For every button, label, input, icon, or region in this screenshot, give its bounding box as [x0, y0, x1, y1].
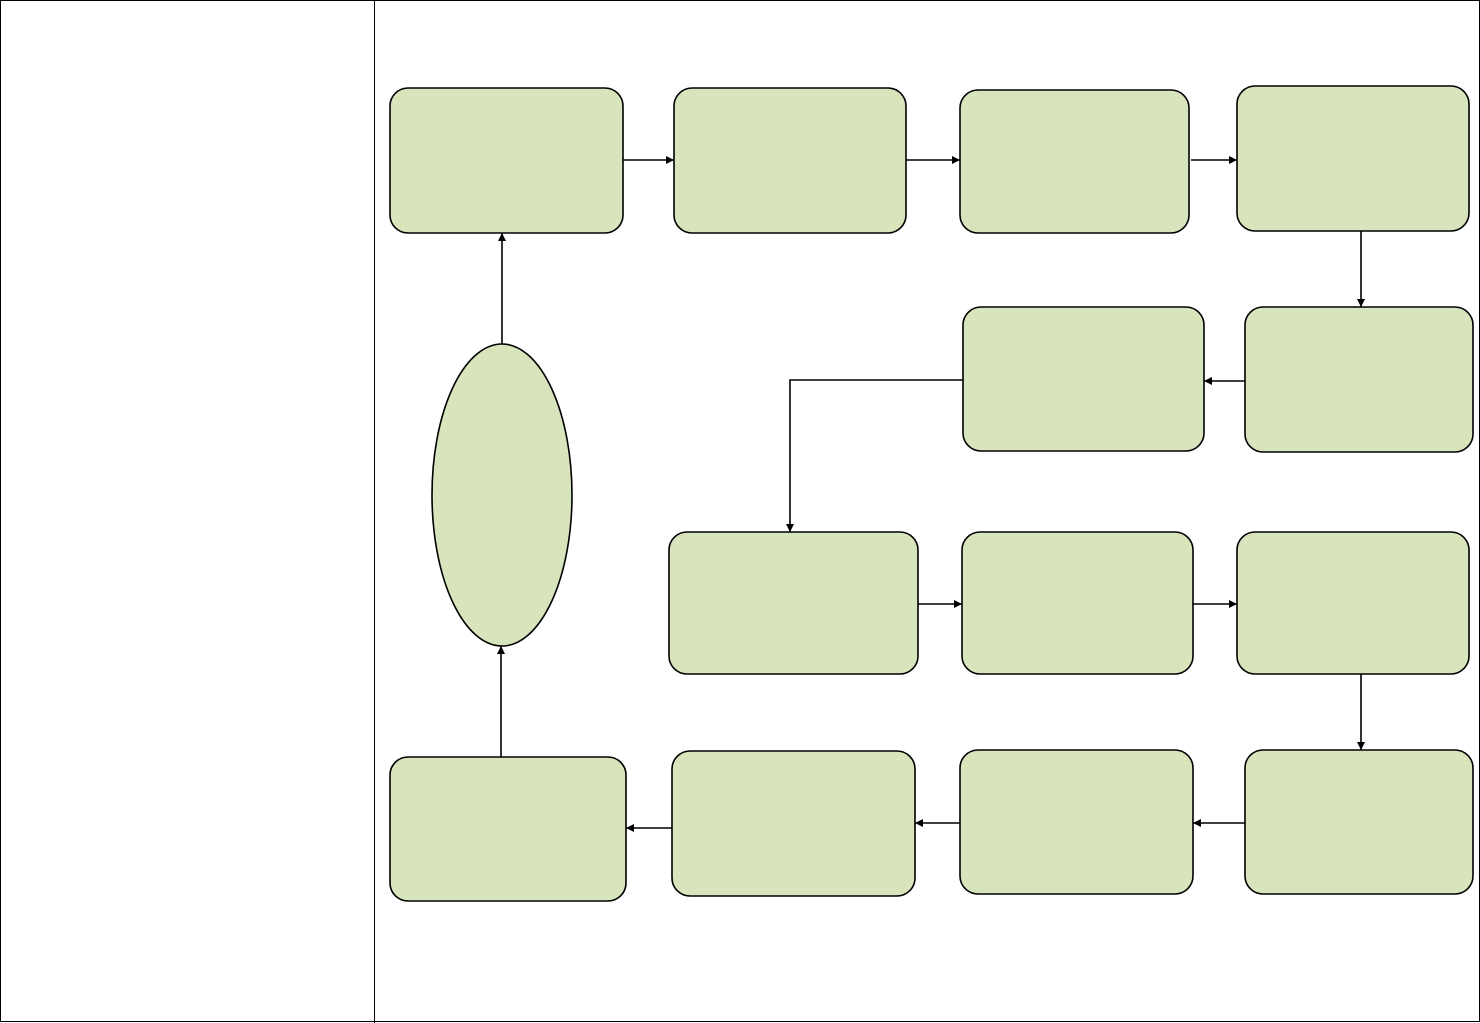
edges-layer	[497, 156, 1365, 832]
flow-box-shape	[959, 89, 1190, 234]
flow-node-n4	[1236, 85, 1470, 232]
flow-node-n6	[962, 306, 1205, 452]
flow-box-shape	[1236, 531, 1470, 675]
flow-node-n14	[431, 343, 573, 647]
flow-box-shape	[671, 750, 916, 897]
flow-box-shape	[673, 87, 907, 234]
flow-box-shape	[389, 87, 624, 234]
arrow-n6-to-n7	[786, 379, 963, 532]
flow-box-shape	[389, 756, 627, 902]
flow-node-n2	[673, 87, 907, 234]
flow-ellipse-shape	[431, 343, 573, 647]
flow-node-n7	[668, 531, 919, 675]
flow-node-n13	[389, 756, 627, 902]
flow-node-n10	[1244, 749, 1474, 895]
flow-node-n3	[959, 89, 1190, 234]
flow-box-shape	[961, 531, 1194, 675]
flow-box-shape	[962, 306, 1205, 452]
flow-node-n9	[1236, 531, 1470, 675]
flow-box-shape	[959, 749, 1194, 895]
flow-node-n8	[961, 531, 1194, 675]
flow-node-n11	[959, 749, 1194, 895]
flow-node-n1	[389, 87, 624, 234]
column-divider	[374, 1, 375, 1023]
flow-node-n5	[1244, 306, 1474, 453]
flow-box-shape	[1244, 306, 1474, 453]
flow-node-n12	[671, 750, 916, 897]
flow-box-shape	[1236, 85, 1470, 232]
flow-box-shape	[1244, 749, 1474, 895]
nodes-layer	[389, 85, 1474, 902]
flow-box-shape	[668, 531, 919, 675]
